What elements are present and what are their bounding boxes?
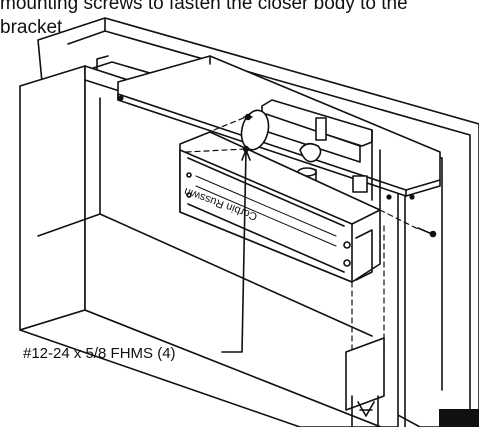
arm-bracket [345, 337, 385, 427]
mounting-disk [240, 109, 270, 153]
page-tab-marker [439, 409, 479, 427]
screw-icon [417, 227, 437, 238]
closer-body [179, 131, 381, 283]
instruction-text: mounting screws to fasten the closer bod… [0, 0, 408, 38]
screw-callout-label: #12-24 x 5/8 FHMS (4) [23, 345, 176, 362]
callout-leader [221, 149, 251, 353]
